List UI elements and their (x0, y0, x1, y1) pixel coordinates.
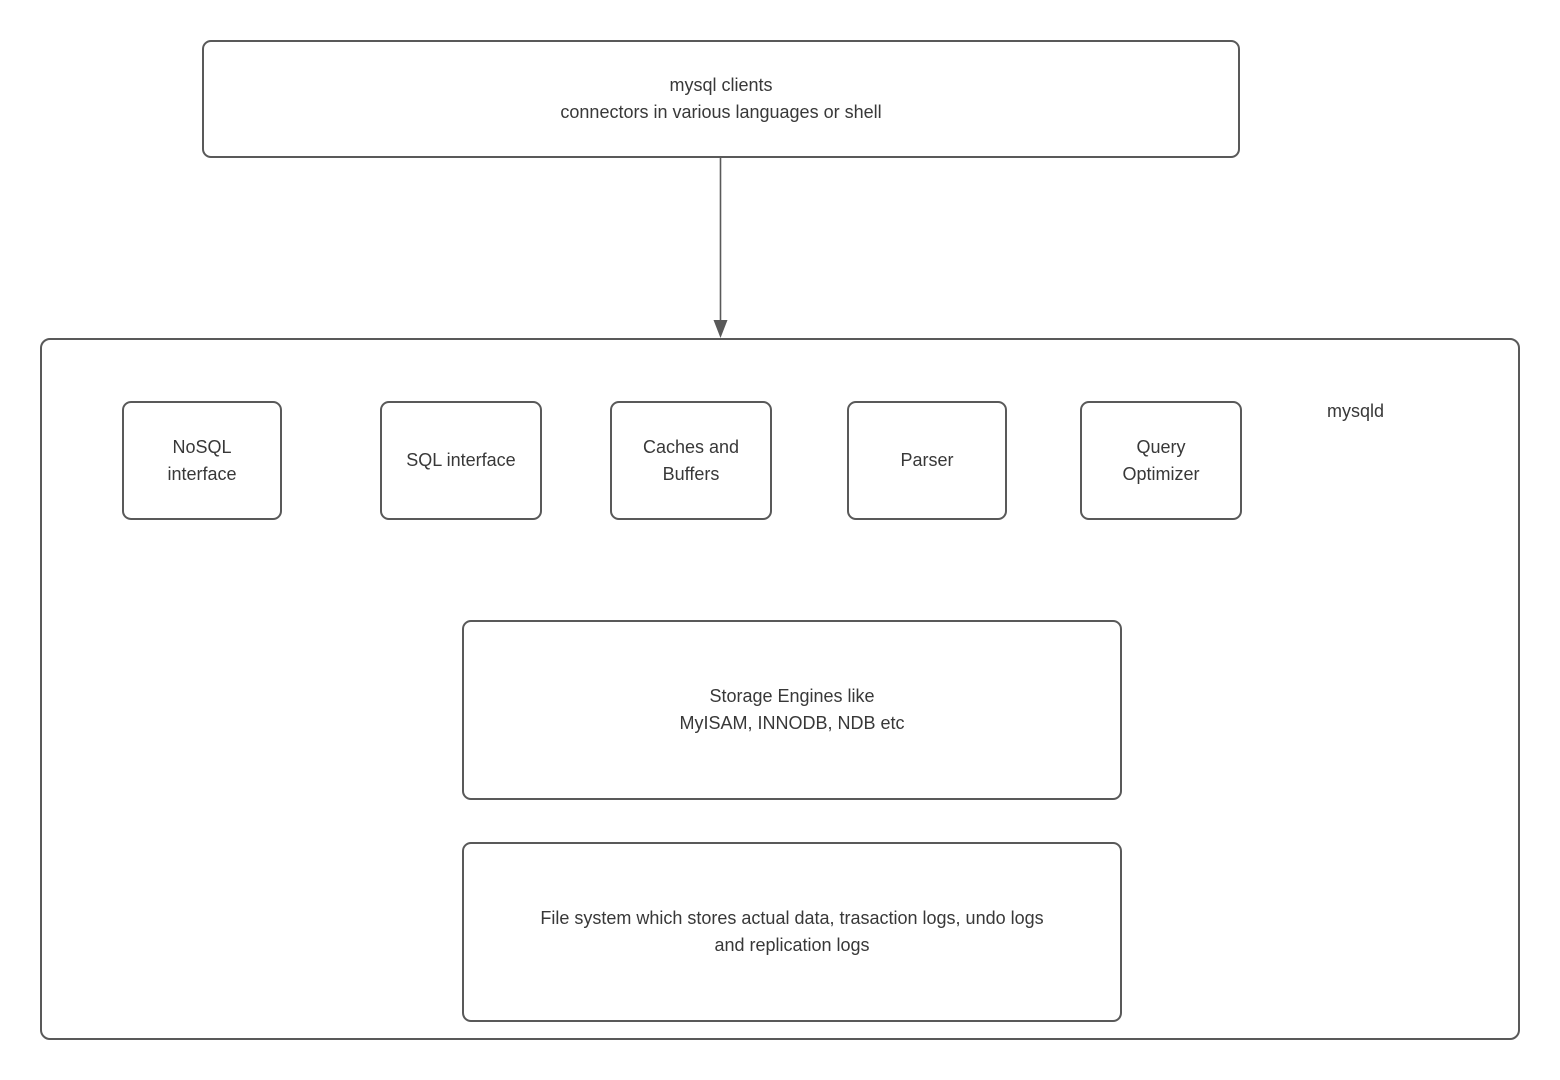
node-caches-and-buffers: Caches and Buffers (610, 401, 772, 520)
node-mysql-clients: mysql clients connectors in various lang… (202, 40, 1240, 158)
file-system-label: File system which stores actual data, tr… (540, 908, 1044, 955)
clients-to-mysqld-arrow-icon (713, 158, 728, 338)
caches-and-buffers-label: Caches and Buffers (642, 436, 740, 484)
mysqld-label: mysqld (1327, 401, 1385, 421)
node-parser: Parser (847, 401, 1007, 520)
node-mysqld-container: mysqld NoSQL interface SQL interface Cac… (40, 338, 1520, 1040)
sql-interface-label: SQL interface (406, 450, 516, 470)
node-nosql-interface: NoSQL interface (122, 401, 282, 520)
nosql-interface-label: NoSQL interface (167, 436, 237, 484)
mysql-clients-label: mysql clients connectors in various lang… (560, 75, 882, 122)
query-optimizer-label: Query Optimizer (1122, 436, 1200, 484)
node-file-system: File system which stores actual data, tr… (462, 842, 1122, 1022)
parser-label: Parser (900, 450, 954, 470)
storage-engines-label: Storage Engines like MyISAM, INNODB, NDB… (679, 686, 905, 733)
node-sql-interface: SQL interface (380, 401, 542, 520)
node-storage-engines: Storage Engines like MyISAM, INNODB, NDB… (462, 620, 1122, 800)
node-query-optimizer: Query Optimizer (1080, 401, 1242, 520)
